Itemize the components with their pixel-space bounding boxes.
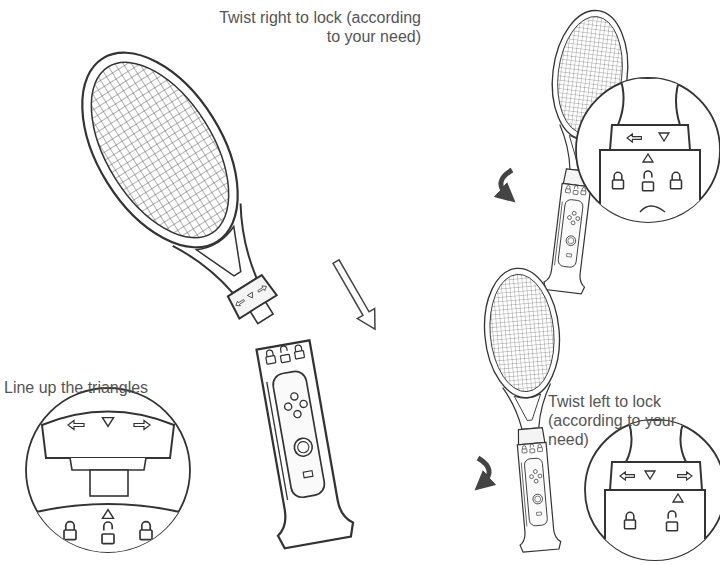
instruction-label: Twist right to lock (according to your n… [216,8,421,46]
instruction-label: Line up the triangles [4,378,224,397]
insert-arrow [327,257,383,335]
joycon-holder [245,338,355,549]
twist-arrow [478,458,489,484]
twist-arrow [501,170,512,196]
detail-circle [585,420,720,565]
detail-circle [26,388,190,560]
instruction-label: Twist left to lock (according to your ne… [548,392,720,449]
detail-circle [576,78,720,230]
racket-head [50,26,318,352]
